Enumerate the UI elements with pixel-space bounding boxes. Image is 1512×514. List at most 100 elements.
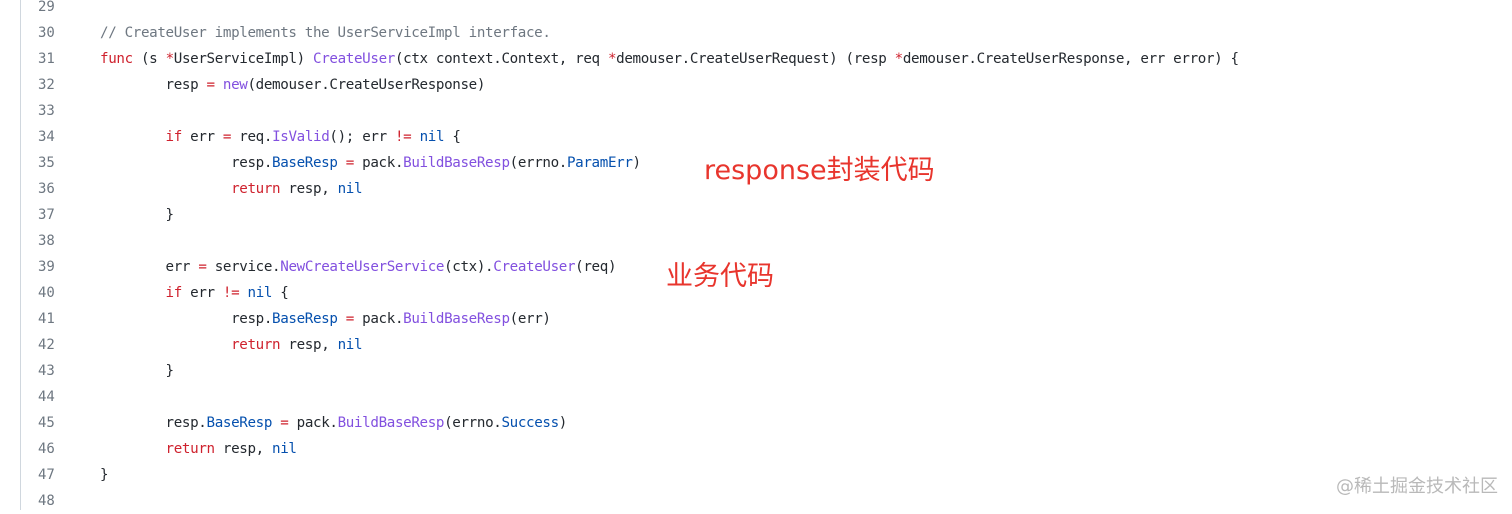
code-text: resp = new(demouser.CreateUserResponse) <box>100 72 486 98</box>
code-text: resp.BaseResp = pack.BuildBaseResp(errno… <box>100 150 641 176</box>
line-number[interactable]: 40 <box>38 285 55 301</box>
line-number[interactable]: 47 <box>38 467 55 483</box>
line-number[interactable]: 43 <box>38 363 55 379</box>
code-line: 30 // CreateUser implements the UserServi… <box>0 20 1512 46</box>
code-token: != <box>394 129 412 145</box>
code-token: Success <box>501 415 559 431</box>
code-token <box>100 441 166 457</box>
code-token: resp, <box>214 441 273 457</box>
code-token: resp. <box>100 155 273 171</box>
line-number[interactable]: 31 <box>38 51 55 67</box>
code-token <box>100 285 166 301</box>
line-number[interactable]: 32 <box>38 77 55 93</box>
code-line: 45 resp.BaseResp = pack.BuildBaseResp(er… <box>0 410 1512 436</box>
watermark: @稀土掘金技术社区 <box>1336 476 1498 497</box>
line-number[interactable]: 42 <box>38 337 55 353</box>
code-line: 34 if err = req.IsValid(); err != nil { <box>0 124 1512 150</box>
code-token: demouser.CreateUserRequest) (resp <box>616 51 895 67</box>
code-token: nil <box>419 129 445 145</box>
line-number[interactable]: 33 <box>38 103 55 119</box>
code-token: service. <box>206 259 281 275</box>
code-line: 29 <box>0 0 1512 20</box>
line-number[interactable]: 37 <box>38 207 55 223</box>
code-token <box>239 285 247 301</box>
code-token: != <box>222 285 240 301</box>
code-token: req. <box>231 129 273 145</box>
code-token: resp. <box>100 415 207 431</box>
code-token: IsValid <box>272 129 330 145</box>
code-token: } <box>100 363 175 379</box>
code-token: ParamErr <box>566 155 633 171</box>
annotation-response-wrap: response封装代码 <box>704 155 935 186</box>
code-line: 46 return resp, nil <box>0 436 1512 462</box>
code-token: pack. <box>288 415 338 431</box>
code-token: BuildBaseResp <box>403 311 510 327</box>
code-token: (demouser.CreateUserResponse) <box>247 77 486 93</box>
code-token: new <box>222 77 248 93</box>
code-token: = <box>206 77 216 93</box>
code-token: nil <box>337 337 363 353</box>
code-text: resp.BaseResp = pack.BuildBaseResp(errno… <box>100 410 568 436</box>
line-number[interactable]: 46 <box>38 441 55 457</box>
code-token: (req) <box>575 259 617 275</box>
code-token: CreateUser <box>313 51 395 67</box>
line-number[interactable]: 45 <box>38 415 55 431</box>
code-token <box>100 181 231 197</box>
code-token: nil <box>337 181 363 197</box>
code-token: UserServiceImpl) <box>173 51 314 67</box>
code-token <box>215 77 223 93</box>
code-line: 43 } <box>0 358 1512 384</box>
code-token: * <box>165 51 175 67</box>
line-number[interactable]: 36 <box>38 181 55 197</box>
code-line: 31 func (s *UserServiceImpl) CreateUser(c… <box>0 46 1512 72</box>
code-line: 39 err = service.NewCreateUserService(ct… <box>0 254 1512 280</box>
code-text: return resp, nil <box>100 332 362 358</box>
code-token: (ctx). <box>444 259 494 275</box>
gutter-border <box>20 0 21 510</box>
code-token: resp. <box>100 311 273 327</box>
line-number[interactable]: 44 <box>38 389 55 405</box>
code-token: demouser.CreateUserResponse, err error) … <box>902 51 1239 67</box>
code-token: * <box>607 51 617 67</box>
code-token: (errno. <box>509 155 568 171</box>
code-token: { <box>272 285 289 301</box>
line-number[interactable]: 35 <box>38 155 55 171</box>
code-token: err <box>100 259 199 275</box>
code-token: return <box>231 181 281 197</box>
code-text: } <box>100 462 109 488</box>
code-token: = <box>280 415 289 431</box>
code-token <box>100 337 231 353</box>
code-token: NewCreateUserService <box>280 259 445 275</box>
line-number[interactable]: 34 <box>38 129 55 145</box>
code-token: = <box>198 259 207 275</box>
code-line: 41 resp.BaseResp = pack.BuildBaseResp(er… <box>0 306 1512 332</box>
line-number[interactable]: 48 <box>38 493 55 509</box>
code-token: = <box>345 311 355 327</box>
code-token: (errno. <box>444 415 502 431</box>
line-number[interactable]: 38 <box>38 233 55 249</box>
line-number[interactable]: 39 <box>38 259 55 275</box>
code-text: func (s *UserServiceImpl) CreateUser(ctx… <box>100 46 1239 72</box>
code-token: pack. <box>353 155 404 171</box>
code-line: 44 <box>0 384 1512 410</box>
code-token: BaseResp <box>272 311 338 327</box>
line-number[interactable]: 41 <box>38 311 55 327</box>
code-token: err <box>181 129 223 145</box>
code-token: (ctx context.Context, req <box>394 51 608 67</box>
code-line: 37 } <box>0 202 1512 228</box>
code-text: // CreateUser implements the UserService… <box>100 20 551 46</box>
code-token <box>338 311 346 327</box>
line-number[interactable]: 29 <box>38 0 55 15</box>
code-line: 32 resp = new(demouser.CreateUserRespons… <box>0 72 1512 98</box>
code-token: return <box>231 337 281 353</box>
line-number[interactable]: 30 <box>38 25 55 41</box>
code-text: return resp, nil <box>100 436 297 462</box>
code-token: if <box>165 285 183 301</box>
code-line: 35 resp.BaseResp = pack.BuildBaseResp(er… <box>0 150 1512 176</box>
code-line: 42 return resp, nil <box>0 332 1512 358</box>
code-line: 33 <box>0 98 1512 124</box>
code-line: 38 <box>0 228 1512 254</box>
code-line: 40 if err != nil { <box>0 280 1512 306</box>
code-token: resp, <box>280 337 338 353</box>
